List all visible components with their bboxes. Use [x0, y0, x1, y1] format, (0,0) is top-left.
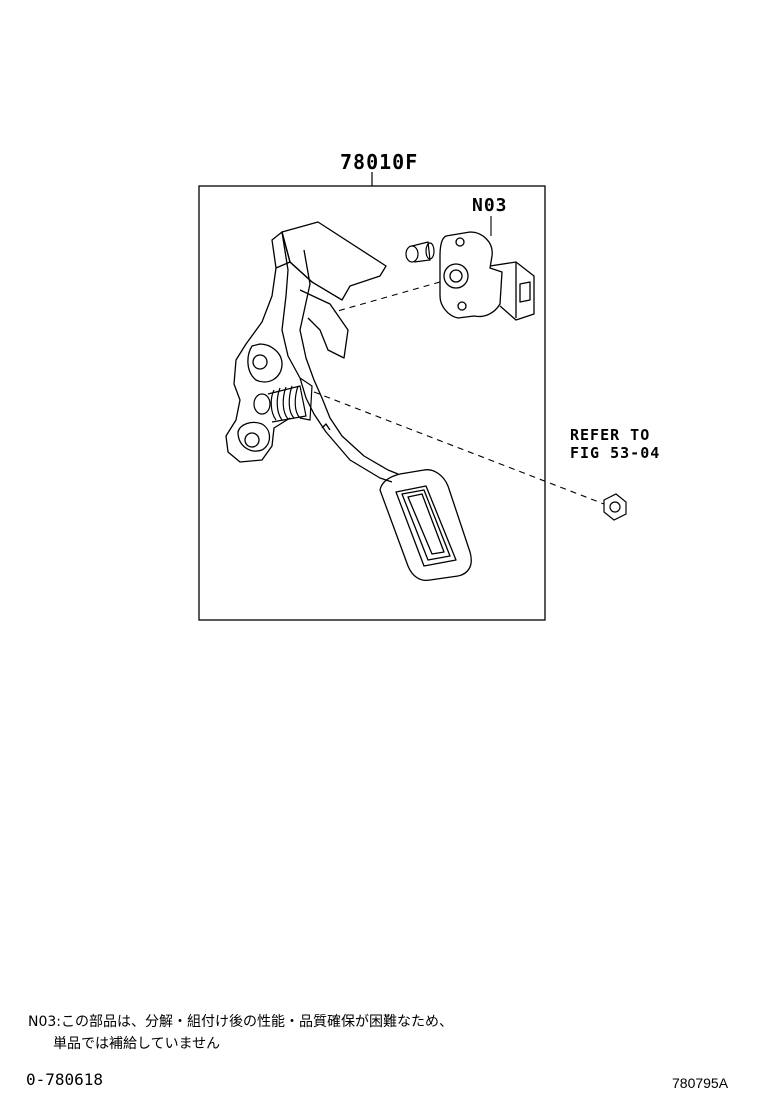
pedal-bracket [225, 221, 387, 463]
pedal-position-sensor [439, 231, 535, 321]
reference-line-1: REFER TO [570, 426, 651, 444]
hex-nut [603, 493, 627, 521]
sensor-callout: N03 [472, 195, 508, 216]
dashed-leaders [313, 281, 605, 505]
footnote-row-1: N03:この部品は、分解・組付け後の性能・品質確保が困難なため、 [28, 1011, 453, 1033]
footnote-text-1: この部品は、分解・組付け後の性能・品質確保が困難なため、 [61, 1014, 454, 1030]
footnote: N03:この部品は、分解・組付け後の性能・品質確保が困難なため、 単品では補給し… [28, 1011, 453, 1055]
assembly-frame [198, 185, 546, 621]
sensor-shaft [405, 241, 435, 263]
assembly-part-number: 78010F [340, 150, 419, 174]
pedal-lever [281, 231, 399, 483]
pivot-spring [253, 377, 313, 423]
footnote-text-2: 単品では補給していません [53, 1036, 221, 1052]
footnote-row-2: 単品では補給していません [28, 1033, 453, 1055]
reference-note: REFER TO FIG 53-04 [570, 426, 660, 462]
reference-line-2: FIG 53-04 [570, 444, 661, 462]
footer-left-code: 0-780618 [26, 1070, 104, 1089]
pedal-pad [379, 469, 472, 582]
footnote-key: N03: [28, 1014, 62, 1030]
footer-right-code: 780795A [672, 1075, 729, 1091]
